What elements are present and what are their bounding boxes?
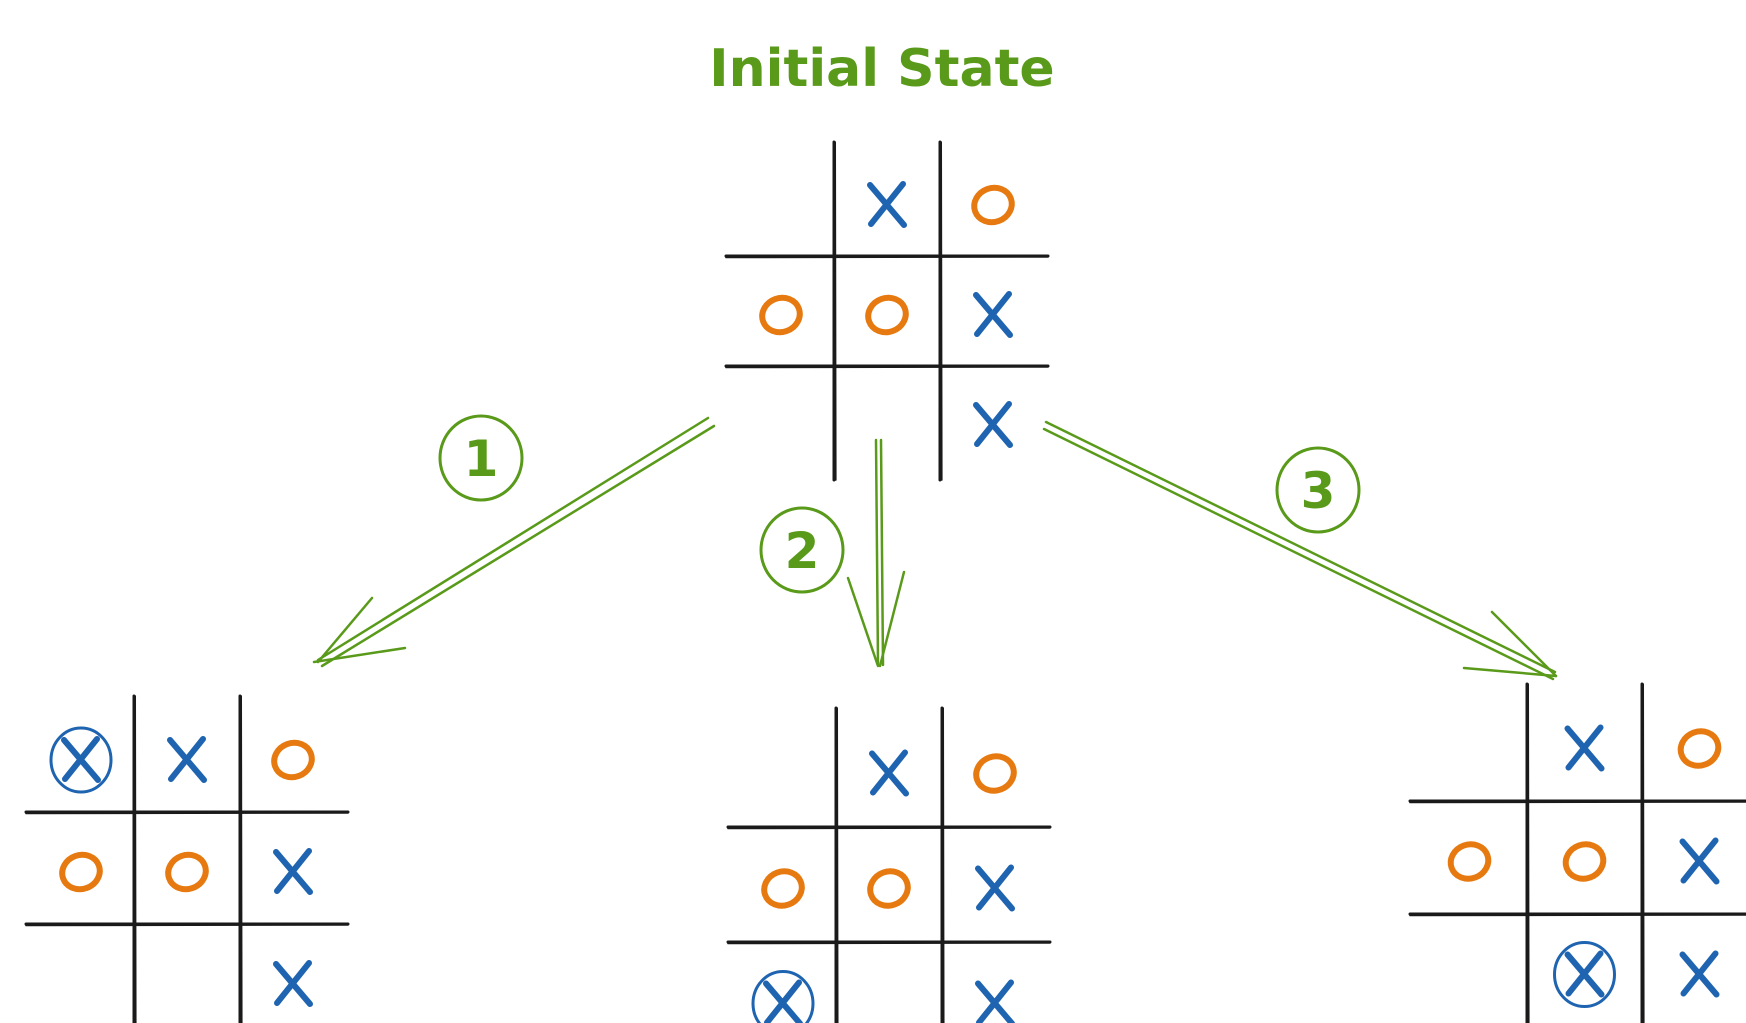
- grid-line-vertical: [836, 707, 839, 1023]
- arrow-move-2: [846, 438, 906, 668]
- x-mark: [1679, 837, 1720, 885]
- highlight-circle: [49, 726, 113, 794]
- x-mark-new-move: [751, 970, 815, 1023]
- move-label-1: 1: [438, 414, 524, 502]
- move-label-2-text: 2: [785, 522, 820, 580]
- grid-line-horizontal: [725, 366, 1049, 369]
- x-mark-new-move: [1553, 941, 1616, 1008]
- board-option-2: [726, 706, 1052, 1023]
- x-mark: [273, 960, 313, 1007]
- grid-line-vertical: [134, 695, 137, 1023]
- grid-line-horizontal: [727, 942, 1051, 945]
- x-mark: [869, 749, 909, 797]
- grid-line-horizontal: [1409, 914, 1746, 917]
- grid-line-vertical: [240, 695, 243, 1023]
- move-label-1-text: 1: [464, 430, 499, 488]
- x-mark: [975, 864, 1015, 912]
- x-mark: [273, 848, 313, 895]
- board-initial-state: [724, 140, 1050, 482]
- board-option-3: [1408, 682, 1746, 1023]
- grid-line-vertical: [940, 141, 943, 481]
- highlight-circle: [1553, 941, 1616, 1008]
- diagram-title: Initial State: [709, 39, 1054, 99]
- o-mark: [59, 851, 103, 893]
- x-mark: [975, 979, 1015, 1023]
- move-label-2: 2: [759, 506, 845, 594]
- o-mark: [165, 851, 209, 893]
- highlight-circle: [751, 970, 815, 1023]
- x-mark: [1564, 724, 1605, 772]
- arrow-move-3: [1042, 420, 1558, 681]
- o-mark: [973, 753, 1017, 794]
- o-mark: [971, 184, 1015, 226]
- x-mark-new-move: [49, 726, 113, 794]
- o-mark: [271, 739, 315, 781]
- grid-line-vertical: [1642, 683, 1645, 1023]
- o-mark: [761, 868, 805, 909]
- grid-line-horizontal: [1409, 801, 1746, 804]
- o-mark: [865, 294, 909, 336]
- x-mark: [867, 181, 907, 228]
- grid-line-horizontal: [727, 827, 1051, 830]
- grid-line-vertical: [942, 707, 945, 1023]
- x-mark: [973, 291, 1013, 338]
- board-option-1: [24, 694, 350, 1023]
- grid-line-horizontal: [725, 256, 1049, 259]
- o-mark: [1447, 841, 1492, 882]
- x-mark: [973, 401, 1013, 448]
- x-mark: [167, 736, 207, 783]
- o-mark: [1677, 728, 1722, 769]
- move-label-3: 3: [1275, 446, 1361, 534]
- o-mark: [1562, 841, 1607, 882]
- move-label-3-text: 3: [1301, 462, 1336, 520]
- grid-line-vertical: [834, 141, 837, 481]
- grid-line-vertical: [1527, 683, 1530, 1023]
- o-mark: [867, 868, 911, 909]
- arrow-move-1: [312, 416, 716, 668]
- grid-line-horizontal: [25, 812, 349, 815]
- o-mark: [759, 294, 803, 336]
- grid-line-horizontal: [25, 924, 349, 927]
- x-mark: [1679, 950, 1720, 998]
